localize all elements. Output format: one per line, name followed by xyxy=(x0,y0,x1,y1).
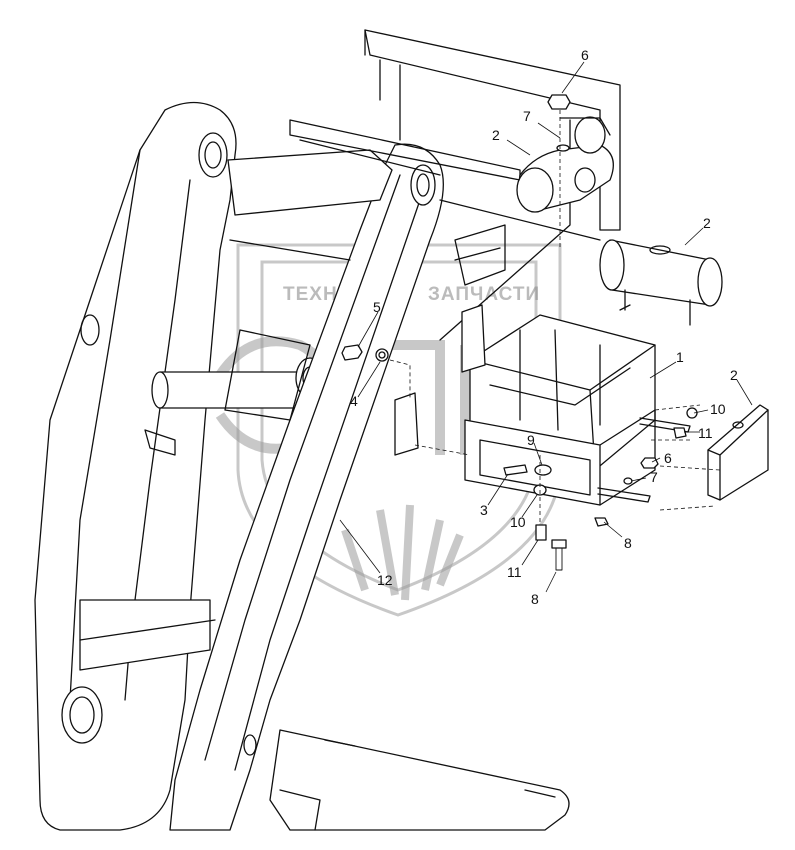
loader-frame xyxy=(34,29,621,831)
part-1-frame xyxy=(464,314,691,506)
callout-2-upper: 2 xyxy=(492,127,500,143)
callout-5: 5 xyxy=(373,299,381,315)
right-fasteners xyxy=(594,404,721,527)
center-fasteners xyxy=(503,455,567,571)
callout-11-center: 11 xyxy=(507,564,522,580)
callout-1: 1 xyxy=(676,349,684,365)
nut-5-washer-4 xyxy=(341,344,389,362)
top-nut-washer xyxy=(547,94,571,250)
callout-10-center: 10 xyxy=(510,514,526,530)
watermark-text-right: ЗАПЧАСТИ xyxy=(428,284,540,305)
callout-leaders xyxy=(339,61,753,593)
callout-6-right: 6 xyxy=(664,450,672,466)
part-2-bracket xyxy=(707,404,769,501)
callout-9: 9 xyxy=(527,432,535,448)
callout-8-bottom: 8 xyxy=(531,591,539,607)
callout-7-right: 7 xyxy=(650,469,658,485)
callouts: 6 7 2 2 5 4 1 2 10 11 9 6 7 3 10 8 11 12… xyxy=(350,47,738,607)
callout-2-tank: 2 xyxy=(703,215,711,231)
callout-2-bracket: 2 xyxy=(730,367,738,383)
callout-11-right: 11 xyxy=(698,425,713,441)
callout-6-top: 6 xyxy=(581,47,589,63)
callout-4: 4 xyxy=(350,393,358,409)
callout-7-top: 7 xyxy=(523,108,531,124)
callout-8-right: 8 xyxy=(624,535,632,551)
part-2-tank xyxy=(599,239,723,326)
watermark-emblem xyxy=(341,504,464,601)
callout-3: 3 xyxy=(480,502,488,518)
part-2-upper-filter xyxy=(516,116,614,213)
side-brackets xyxy=(389,304,486,456)
callout-10-right: 10 xyxy=(710,401,726,417)
callout-12: 12 xyxy=(377,572,393,588)
